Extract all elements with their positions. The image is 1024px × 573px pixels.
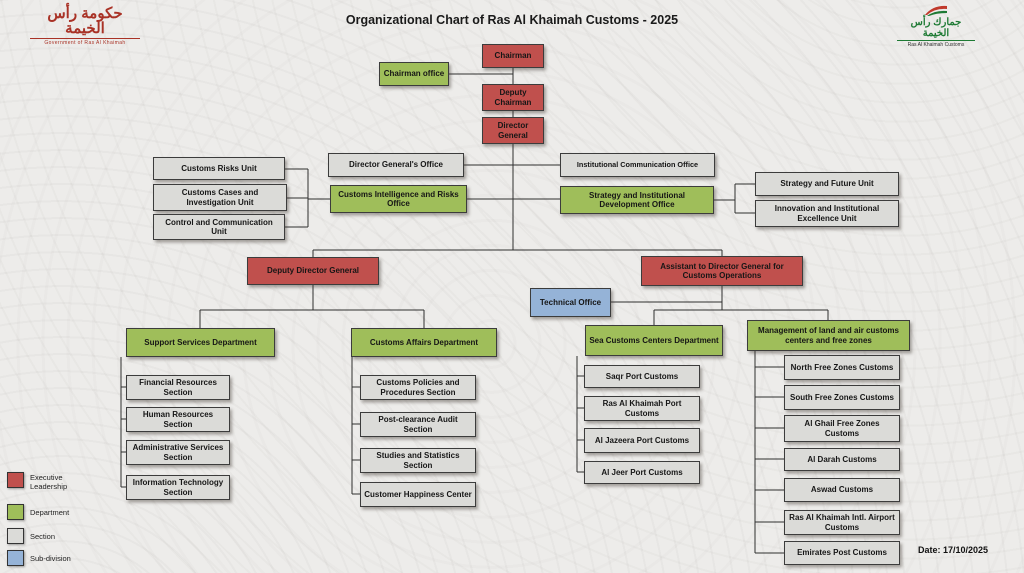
- node-sea-customs-centers-department: Sea Customs Centers Department: [585, 325, 723, 356]
- legend-swatch-executive: [7, 472, 24, 488]
- node-customs-policies-procedures-section: Customs Policies and Procedures Section: [360, 375, 476, 400]
- node-al-jazeera-port-customs: Al Jazeera Port Customs: [584, 428, 700, 453]
- rak-customs-logo: جمارك رأس الخيمة Ras Al Khaimah Customs: [897, 4, 975, 48]
- node-innovation-institutional-excellence-unit: Innovation and Institutional Excellence …: [755, 200, 899, 227]
- page-title: Organizational Chart of Ras Al Khaimah C…: [345, 13, 679, 27]
- node-director-generals-office: Director General's Office: [328, 153, 464, 177]
- node-post-clearance-audit-section: Post-clearance Audit Section: [360, 412, 476, 437]
- node-support-services-department: Support Services Department: [126, 328, 275, 357]
- node-technical-office: Technical Office: [530, 288, 611, 317]
- government-logo-arabic: حكومة رأس الخيمة: [47, 5, 123, 37]
- node-assistant-director-general-customs-operations: Assistant to Director General for Custom…: [641, 256, 803, 286]
- rak-customs-logo-arabic: جمارك رأس الخيمة: [910, 17, 962, 39]
- node-human-resources-section: Human Resources Section: [126, 407, 230, 432]
- node-administrative-services-section: Administrative Services Section: [126, 440, 230, 465]
- node-north-free-zones-customs: North Free Zones Customs: [784, 355, 900, 380]
- node-strategy-future-unit: Strategy and Future Unit: [755, 172, 899, 196]
- node-financial-resources-section: Financial Resources Section: [126, 375, 230, 400]
- node-customer-happiness-center: Customer Happiness Center: [360, 482, 476, 507]
- node-deputy-director-general: Deputy Director General: [247, 257, 379, 285]
- rak-customs-logo-caption: Ras Al Khaimah Customs: [897, 40, 975, 48]
- node-customs-intelligence-risks-office: Customs Intelligence and Risks Office: [330, 185, 467, 213]
- legend-label-department: Department: [30, 508, 70, 517]
- node-al-jeer-port-customs: Al Jeer Port Customs: [584, 461, 700, 484]
- node-deputy-chairman: Deputy Chairman: [482, 84, 544, 111]
- node-aswad-customs: Aswad Customs: [784, 478, 900, 502]
- node-al-darah-customs: Al Darah Customs: [784, 448, 900, 471]
- node-ras-al-khaimah-port-customs: Ras Al Khaimah Port Customs: [584, 396, 700, 421]
- legend-label-subdivision: Sub-division: [30, 554, 71, 563]
- node-south-free-zones-customs: South Free Zones Customs: [784, 385, 900, 410]
- government-logo-caption: Government of Ras Al Khaimah: [30, 38, 140, 46]
- node-al-ghail-free-zones-customs: Al Ghail Free Zones Customs: [784, 415, 900, 442]
- node-rak-intl-airport-customs: Ras Al Khaimah Intl. Airport Customs: [784, 510, 900, 535]
- legend-swatch-department: [7, 504, 24, 520]
- legend-label-section: Section: [30, 532, 56, 541]
- government-logo: حكومة رأس الخيمة Government of Ras Al Kh…: [30, 6, 140, 46]
- node-saqr-port-customs: Saqr Port Customs: [584, 365, 700, 388]
- node-customs-affairs-department: Customs Affairs Department: [351, 328, 497, 357]
- node-land-air-customs-management: Management of land and air customs cente…: [747, 320, 910, 351]
- node-customs-risks-unit: Customs Risks Unit: [153, 157, 285, 180]
- node-emirates-post-customs: Emirates Post Customs: [784, 541, 900, 565]
- legend-swatch-subdivision: [7, 550, 24, 566]
- node-studies-statistics-section: Studies and Statistics Section: [360, 448, 476, 473]
- legend-label-executive: Executive Leadership: [30, 473, 68, 491]
- date-label: Date: 17/10/2025: [918, 545, 989, 555]
- node-institutional-communication-office: Institutional Communication Office: [560, 153, 715, 177]
- node-strategy-institutional-development-office: Strategy and Institutional Development O…: [560, 186, 714, 214]
- node-chairman: Chairman: [482, 44, 544, 68]
- legend-swatch-section: [7, 528, 24, 544]
- node-information-technology-section: Information Technology Section: [126, 475, 230, 500]
- node-chairman-office: Chairman office: [379, 62, 449, 86]
- rak-customs-emblem-icon: [925, 5, 947, 16]
- node-customs-cases-investigation-unit: Customs Cases and Investigation Unit: [153, 184, 287, 211]
- node-director-general: Director General: [482, 117, 544, 144]
- node-control-communication-unit: Control and Communication Unit: [153, 214, 285, 240]
